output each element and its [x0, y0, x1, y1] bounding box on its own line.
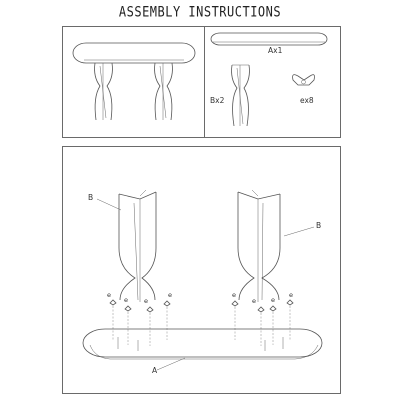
nut-label: e [232, 291, 236, 299]
tabletop-part-drawing [210, 32, 328, 46]
nut-label: e [252, 297, 256, 305]
assembled-table-drawing [72, 42, 196, 121]
wingnut-part-drawing [292, 74, 315, 86]
leg-left-drawing [118, 189, 157, 302]
leg-right-drawing [237, 189, 281, 302]
assembly-diagram-panel [62, 146, 341, 394]
assembly-leader-lines [96, 198, 315, 371]
tabletop-assembly-label: A [152, 366, 158, 375]
leg-left-label: B [88, 193, 94, 202]
leg-part-label: Bx2 [210, 96, 225, 105]
parts-list-panel [205, 26, 341, 138]
leg-right-label: B [316, 221, 322, 230]
nut-label: e [271, 296, 275, 304]
nut-label: e [289, 291, 293, 299]
nut-label: e [124, 296, 128, 304]
leg-part-drawing [231, 64, 250, 127]
page-title: ASSEMBLY INSTRUCTIONS [118, 3, 282, 21]
assembly-guide-lines [112, 306, 291, 346]
assembled-table-panel [62, 26, 205, 138]
assembly-wingnuts [109, 299, 294, 313]
tabletop-part-label: Ax1 [268, 46, 283, 55]
nut-label: e [107, 291, 111, 299]
assembly-tabletop-drawing [82, 328, 323, 360]
wingnut-part-label: ex8 [300, 96, 314, 105]
nut-label: e [168, 291, 172, 299]
nut-label: e [144, 297, 148, 305]
